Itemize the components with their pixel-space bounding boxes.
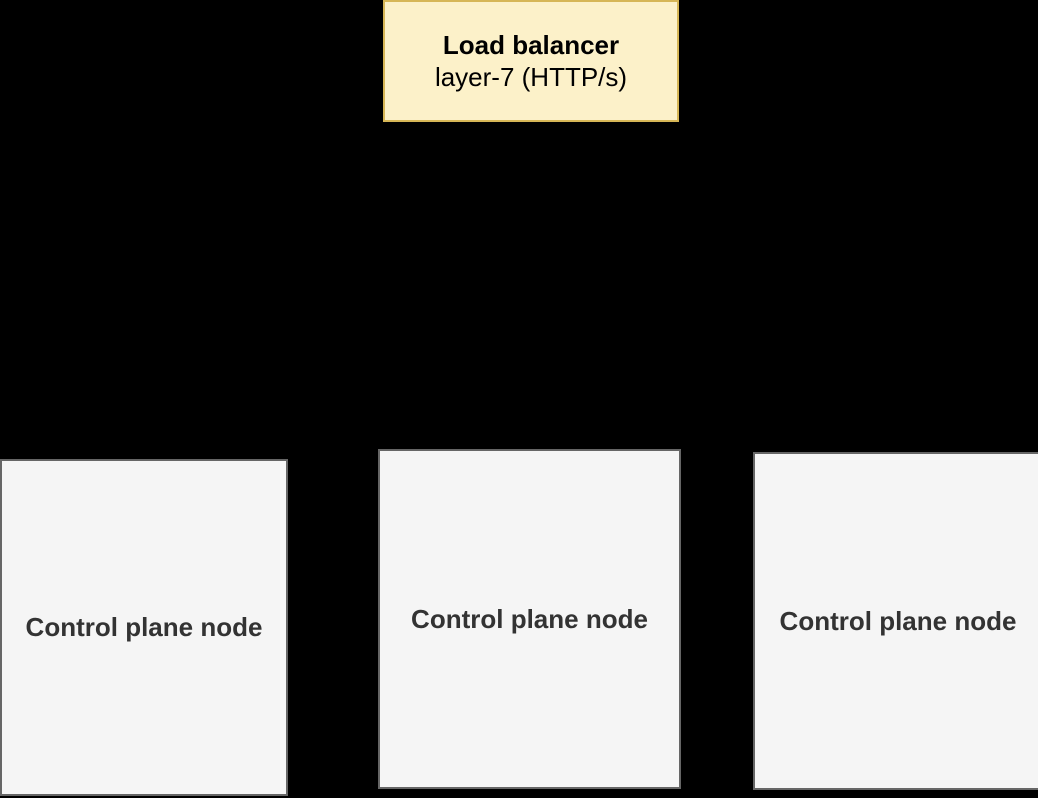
control-plane-node-1: Control plane node (0, 459, 288, 796)
load-balancer-title: Load balancer (442, 30, 620, 60)
load-balancer-subtitle: layer-7 (HTTP/s) (434, 62, 628, 92)
control-plane-node-2-label: Control plane node (411, 603, 648, 634)
control-plane-node-1-label: Control plane node (25, 612, 263, 642)
control-plane-node-2: Control plane node (378, 449, 681, 789)
control-plane-node-3: Control plane node (753, 452, 1038, 790)
load-balancer-node: Load balancer layer-7 (HTTP/s) (383, 0, 679, 122)
control-plane-node-3-label: Control plane node (779, 605, 1017, 636)
